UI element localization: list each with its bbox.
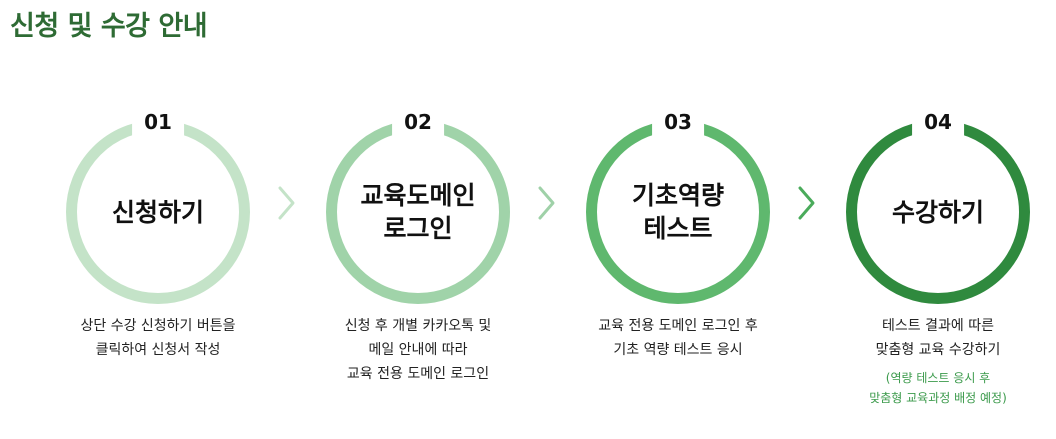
- step-title: 신청하기: [66, 120, 250, 304]
- description-line: 클릭하여 신청서 작성: [95, 342, 221, 358]
- chevron-right-icon: [538, 186, 555, 220]
- step-title: 수강하기: [846, 120, 1030, 304]
- note-line: 맞춤형 교육과정 배정 예정): [869, 391, 1007, 405]
- step-title-line: 기초역량: [631, 181, 724, 210]
- description-line: 상단 수강 신청하기 버튼을: [80, 318, 236, 334]
- chevron-right-icon: [278, 186, 295, 220]
- page-title: 신청 및 수강 안내: [10, 11, 208, 42]
- note-line: (역량 테스트 응시 후: [885, 371, 991, 385]
- step-number: 02: [392, 108, 444, 136]
- step-title-line: 로그인: [383, 214, 453, 243]
- description-line: 메일 안내에 따라: [368, 342, 468, 358]
- step-title-line: 수강하기: [891, 197, 984, 227]
- description-line: 교육 전용 도메인 로그인 후: [598, 318, 758, 334]
- description-line: 맞춤형 교육 수강하기: [875, 342, 1001, 358]
- step-number: 03: [652, 108, 704, 136]
- step-title: 교육도메인 로그인: [326, 120, 510, 304]
- description-line: 교육 전용 도메인 로그인: [346, 366, 490, 382]
- step-description: 테스트 결과에 따른 맞춤형 교육 수강하기: [806, 314, 1056, 362]
- step-title-line: 신청하기: [111, 197, 204, 227]
- step-title-line: 교육도메인: [360, 181, 476, 210]
- step-title: 기초역량 테스트: [586, 120, 770, 304]
- step-description: 상단 수강 신청하기 버튼을 클릭하여 신청서 작성: [26, 314, 290, 362]
- description-line: 테스트 결과에 따른: [882, 318, 994, 334]
- step-note: (역량 테스트 응시 후 맞춤형 교육과정 배정 예정): [806, 368, 1056, 408]
- chevron-right-icon: [798, 186, 815, 220]
- step-description: 교육 전용 도메인 로그인 후 기초 역량 테스트 응시: [546, 314, 810, 362]
- step-number: 04: [912, 108, 964, 136]
- step-title-line: 테스트: [643, 214, 713, 243]
- description-line: 신청 후 개별 카카오톡 및: [344, 318, 492, 334]
- step-number: 01: [132, 108, 184, 136]
- step-description: 신청 후 개별 카카오톡 및 메일 안내에 따라 교육 전용 도메인 로그인: [286, 314, 550, 386]
- description-line: 기초 역량 테스트 응시: [613, 342, 743, 358]
